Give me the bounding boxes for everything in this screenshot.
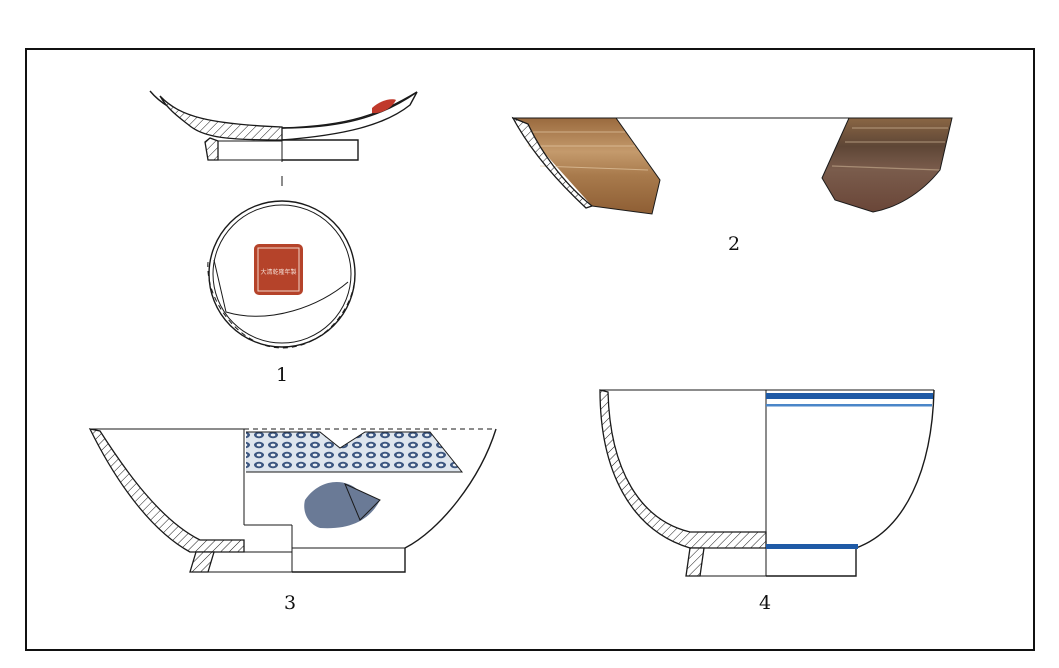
blue-rim-band [766,393,933,399]
figure-4-bowl [599,389,935,577]
blue-rim-line [766,404,932,407]
figure-label-3: 3 [284,592,296,614]
figure-2-sherd [511,116,953,215]
red-glaze-spot [372,99,396,114]
medallion-motif [304,481,380,529]
figure-label-4: 4 [759,592,771,614]
figure-3-bowl [88,428,497,573]
figure-1-dish: 大清乾隆年製 [149,90,418,349]
figure-label-1: 1 [276,364,288,386]
figure-label-2: 2 [728,233,740,255]
blue-foot-band [766,544,858,549]
plate-frame [25,48,1035,651]
seal-mark: 大清乾隆年製 [254,244,303,295]
seal-text: 大清乾隆年製 [260,268,296,276]
